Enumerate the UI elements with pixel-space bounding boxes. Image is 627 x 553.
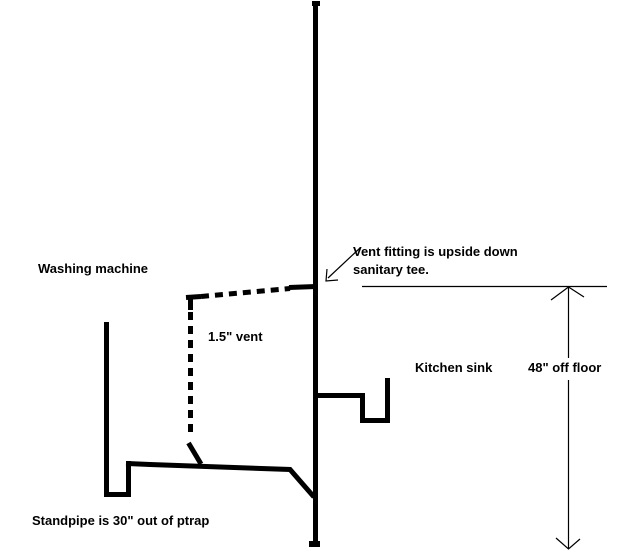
vent-horizontal-dashes <box>200 286 291 299</box>
vent-stack-connection <box>288 284 317 290</box>
washing-machine-standpipe <box>104 322 131 497</box>
height-dimension <box>362 285 607 550</box>
leader-line <box>327 247 361 279</box>
main-stack-pipe <box>309 1 320 547</box>
vent-fitting-leader-arrow <box>325 247 361 282</box>
vent-to-drain-diagonal <box>186 441 204 466</box>
stack-bottom-cap <box>309 541 320 547</box>
kitchen-sink-label: Kitchen sink <box>415 360 493 375</box>
vent-corner-horizontal <box>185 294 202 300</box>
leader-arrowhead <box>325 268 339 282</box>
vent-size-label: 1.5" vent <box>208 329 263 344</box>
sink-trap-run <box>316 378 390 423</box>
washing-machine-label: Washing machine <box>38 261 148 276</box>
vent-dashed-line <box>185 284 317 466</box>
off-floor-label: 48" off floor <box>528 360 601 375</box>
dimension-arrowhead-down <box>555 537 581 550</box>
drain-run <box>125 461 316 499</box>
dimension-arrowhead-up <box>550 286 585 301</box>
washer-drain-line <box>125 461 316 499</box>
standpipe-note-label: Standpipe is 30" out of ptrap <box>32 513 209 528</box>
stack-top-cap <box>312 1 320 6</box>
vent-fitting-label-line2: sanitary tee. <box>353 262 429 277</box>
vent-fitting-label-line1: Vent fitting is upside down <box>353 244 518 259</box>
kitchen-sink-trap <box>316 378 390 423</box>
